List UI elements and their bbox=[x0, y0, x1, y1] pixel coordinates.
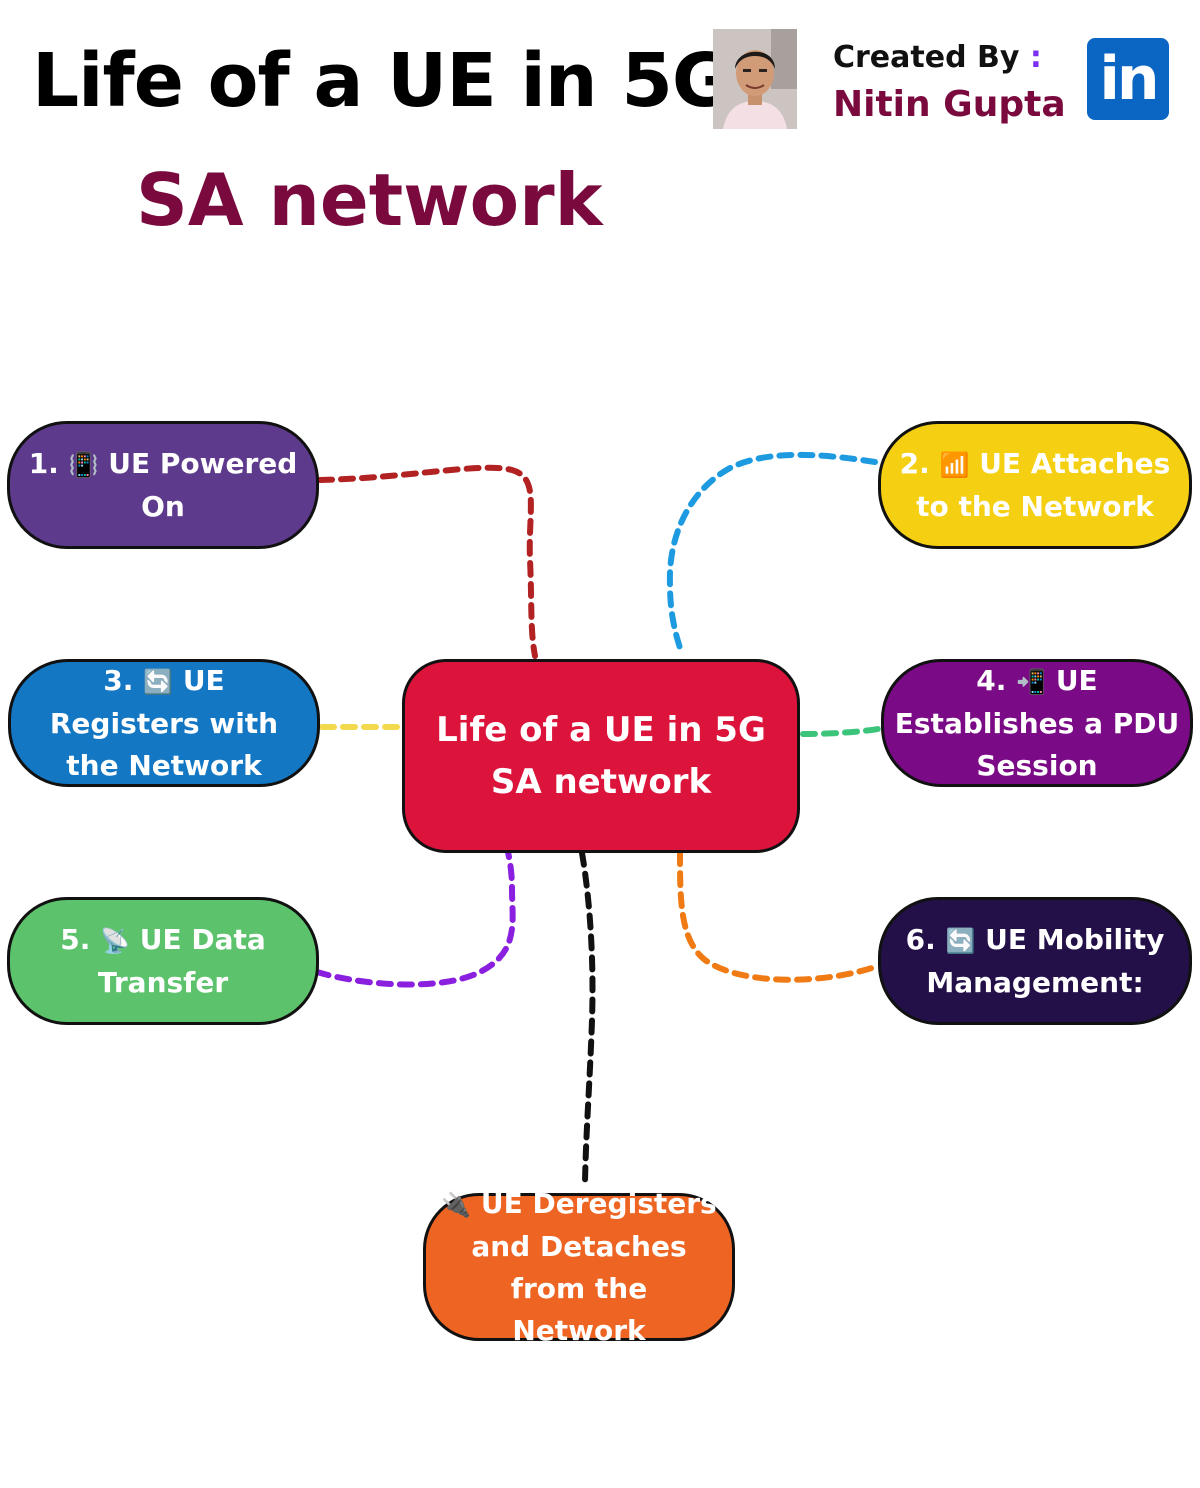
signal-bars-icon: 📶 bbox=[939, 450, 970, 479]
connector-4 bbox=[800, 726, 881, 737]
author-name: Nitin Gupta bbox=[833, 84, 1066, 125]
connector-5 bbox=[314, 849, 516, 988]
step-node-6: 6. 🔄 UE Mobility Management: bbox=[878, 897, 1192, 1025]
linkedin-icon[interactable]: in bbox=[1087, 38, 1169, 120]
created-by-label: Created By : bbox=[833, 40, 1042, 75]
page-subtitle: SA network bbox=[136, 158, 603, 242]
step-node-1: 1. 📳 UE Powered On bbox=[7, 421, 319, 549]
page-title: Life of a UE in 5G bbox=[32, 38, 733, 124]
electric-plug-icon: 🔌 bbox=[441, 1190, 472, 1219]
created-by-colon: : bbox=[1029, 40, 1042, 75]
vibrate-phone-icon: 📳 bbox=[68, 450, 99, 479]
step-node-2: 2. 📶 UE Attaches to the Network bbox=[878, 421, 1192, 549]
satellite-antenna-icon: 📡 bbox=[100, 926, 130, 955]
connector-2 bbox=[666, 451, 878, 651]
refresh-arrows-icon: 🔄 bbox=[143, 667, 174, 696]
author-avatar bbox=[713, 29, 797, 129]
connector-6 bbox=[677, 849, 878, 983]
connector-1 bbox=[317, 464, 538, 659]
step-node-4: 4. 📲 UE Establishes a PDU Session bbox=[881, 659, 1193, 787]
connector-7 bbox=[579, 850, 596, 1185]
step-node-7: 🔌 UE Deregisters and Detaches from the N… bbox=[423, 1187, 735, 1347]
step-node-5: 5. 📡 UE Data Transfer bbox=[7, 897, 319, 1025]
step-node-3: 3. 🔄 UE Registers with the Network bbox=[8, 659, 320, 787]
refresh-arrows-icon: 🔄 bbox=[945, 926, 976, 955]
phone-arrow-icon: 📲 bbox=[1016, 667, 1047, 696]
center-node: Life of a UE in 5G SA network bbox=[402, 659, 800, 853]
